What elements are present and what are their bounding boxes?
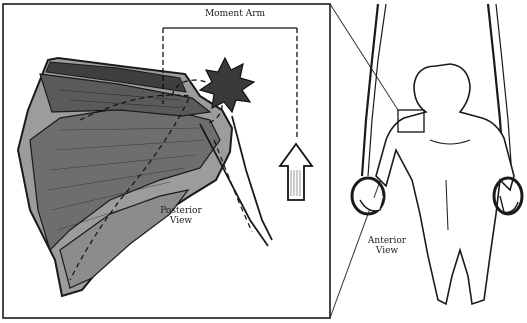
moment-arm-label: Moment Arm (195, 9, 275, 19)
anterior-view-label: Anterior View (362, 236, 412, 256)
posterior-view-label: Posterior View (156, 206, 206, 226)
anterior-view-label-line1: Anterior (362, 236, 412, 246)
gymnast-figure (352, 4, 522, 304)
posterior-view-label-line2: View (156, 216, 206, 226)
posterior-view-label-line1: Posterior (156, 206, 206, 216)
anterior-view-label-line2: View (362, 246, 412, 256)
inset-connector-top (330, 4, 398, 110)
